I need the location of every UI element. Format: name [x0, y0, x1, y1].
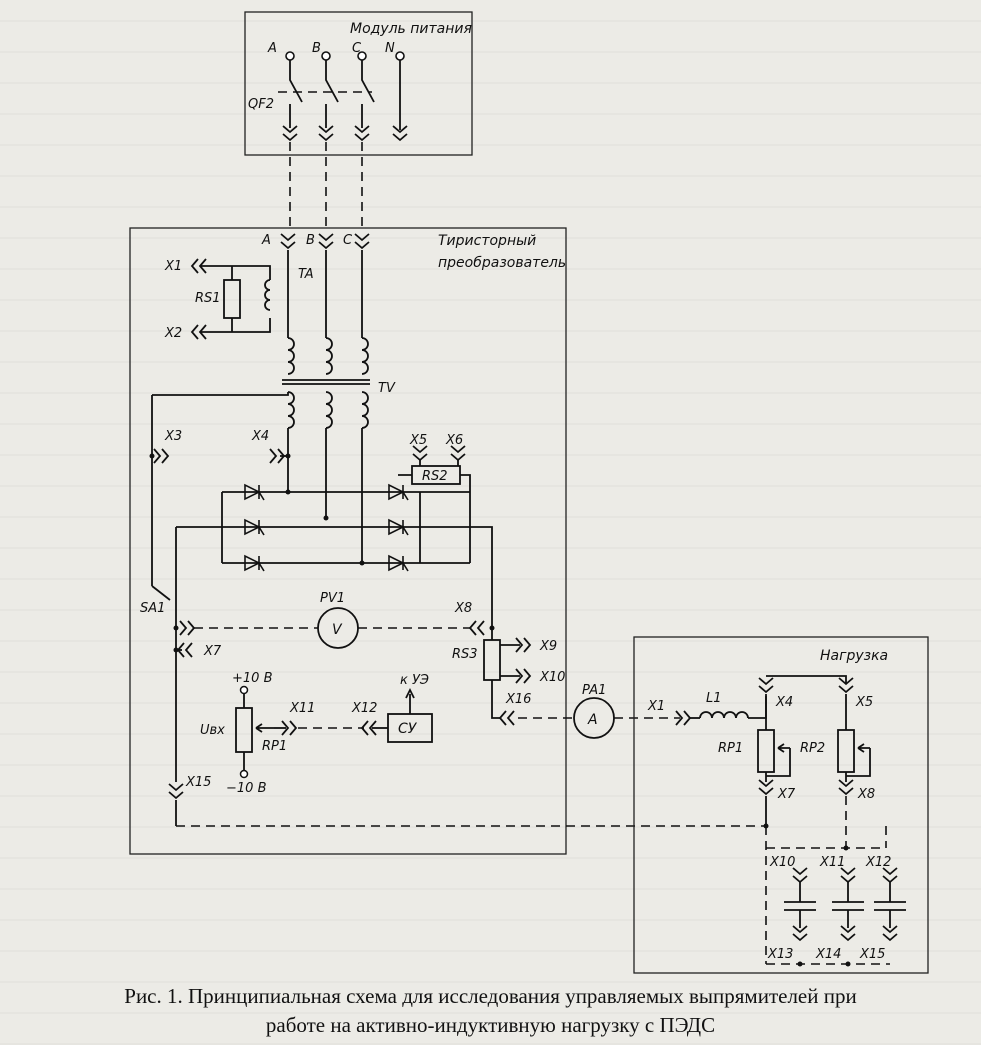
switch-sa1: SA1 — [140, 395, 179, 660]
svg-text:Uвх: Uвх — [200, 723, 225, 738]
svg-text:X4: X4 — [775, 695, 793, 710]
svg-text:X12: X12 — [865, 855, 891, 870]
svg-text:L1: L1 — [706, 691, 722, 706]
schematic-diagram: Модуль питания A B C N QF2 Тиристорный п… — [129, 11, 929, 974]
svg-text:СУ: СУ — [398, 721, 418, 737]
svg-text:B: B — [306, 233, 315, 248]
svg-text:X3: X3 — [164, 429, 182, 444]
svg-text:X15: X15 — [859, 947, 885, 962]
svg-text:X14: X14 — [815, 947, 841, 962]
svg-text:X13: X13 — [767, 947, 793, 962]
svg-text:X8: X8 — [857, 787, 875, 802]
svg-text:к УЭ: к УЭ — [400, 673, 429, 688]
svg-text:X8: X8 — [454, 601, 472, 616]
svg-text:RS1: RS1 — [195, 291, 221, 306]
svg-text:X10: X10 — [769, 855, 795, 870]
svg-text:X12: X12 — [351, 701, 377, 716]
reference-rp1: +10 В −10 В Uвх RP1 X11 X12 СУ к УЭ — [200, 671, 433, 796]
shunt-rs3: RS3 X9 X10 X16 — [452, 600, 565, 726]
svg-text:X9: X9 — [539, 639, 557, 654]
svg-text:X2: X2 — [164, 326, 182, 341]
svg-text:X6: X6 — [445, 433, 463, 448]
svg-text:PA1: PA1 — [582, 683, 606, 698]
shunt-rs2: X5 X6 RS2 — [398, 433, 471, 492]
voltmeter-pv1: V PV1 X8 — [179, 591, 495, 649]
svg-text:C: C — [343, 233, 353, 248]
caption-line-1: Рис. 1. Принципиальная схема для исследо… — [124, 984, 857, 1008]
svg-text:X15: X15 — [185, 775, 211, 790]
svg-text:X5: X5 — [855, 695, 873, 710]
svg-text:A: A — [267, 41, 277, 56]
svg-text:X1: X1 — [164, 259, 182, 274]
thyristor-converter-block: Тиристорный преобразователь A B C X1 RS1… — [129, 227, 567, 855]
svg-text:X11: X11 — [289, 701, 315, 716]
svg-text:X5: X5 — [409, 433, 427, 448]
svg-text:X11: X11 — [819, 855, 845, 870]
load-block: Нагрузка X1 L1 X4 X5 RP1 X7 RP2 X8 — [633, 636, 929, 974]
svg-text:PV1: PV1 — [320, 591, 345, 606]
svg-text:преобразователь: преобразователь — [438, 255, 566, 271]
current-transformer-ta: X1 RS1 X2 TA — [164, 258, 314, 341]
svg-text:−10 В: −10 В — [226, 781, 267, 796]
svg-text:X7: X7 — [203, 644, 222, 659]
svg-text:RP1: RP1 — [262, 739, 287, 754]
svg-text:Тиристорный: Тиристорный — [438, 233, 536, 249]
svg-text:X1: X1 — [647, 699, 665, 714]
svg-text:X7: X7 — [777, 787, 796, 802]
svg-text:TA: TA — [298, 267, 314, 282]
figure-caption: Рис. 1. Принципиальная схема для исследо… — [0, 982, 981, 1040]
ammeter-pa1: A PA1 — [518, 683, 680, 739]
svg-text:TV: TV — [378, 381, 396, 396]
svg-text:A: A — [261, 233, 271, 248]
svg-text:N: N — [385, 41, 395, 56]
capacitor-bank: X10 X11 X12 X13 X14 X15 — [766, 855, 906, 967]
svg-text:SA1: SA1 — [140, 601, 165, 616]
svg-text:+10 В: +10 В — [232, 671, 273, 686]
svg-text:B: B — [312, 41, 321, 56]
svg-text:A: A — [587, 712, 598, 728]
svg-text:X16: X16 — [505, 692, 531, 707]
svg-text:C: C — [352, 41, 362, 56]
svg-text:RP1: RP1 — [718, 741, 743, 756]
power-module-block: Модуль питания A B C N QF2 — [244, 11, 473, 156]
svg-text:RP2: RP2 — [800, 741, 825, 756]
svg-text:QF2: QF2 — [248, 97, 274, 112]
breaker-qf2: QF2 — [248, 60, 401, 130]
svg-text:V: V — [332, 622, 343, 638]
caption-line-2: работе на активно-индуктивную нагрузку с… — [265, 1013, 716, 1037]
power-module-title: Модуль питания — [350, 21, 472, 37]
thyristor-bridge — [175, 484, 493, 600]
svg-text:X4: X4 — [251, 429, 269, 444]
voltage-transformer-tv: TV — [152, 250, 396, 563]
svg-text:RS3: RS3 — [452, 647, 478, 662]
svg-text:Нагрузка: Нагрузка — [820, 648, 888, 664]
svg-text:RS2: RS2 — [422, 469, 448, 484]
svg-text:X10: X10 — [539, 670, 565, 685]
